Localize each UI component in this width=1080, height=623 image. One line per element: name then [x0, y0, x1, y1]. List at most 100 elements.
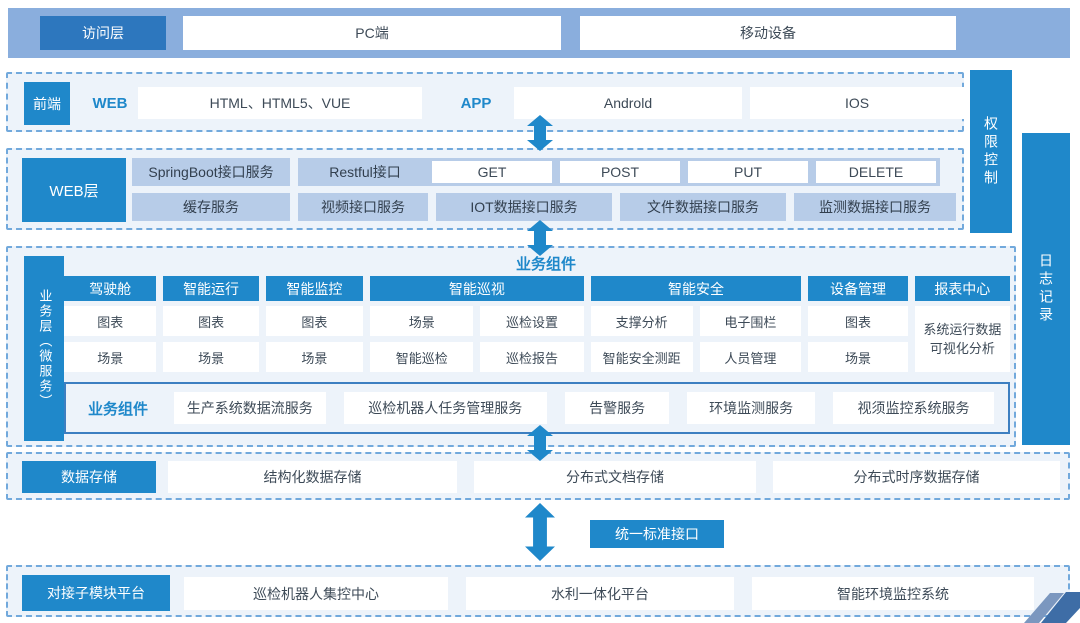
platform-layer-section: 对接子模块平台 巡检机器人集控中心 水利一体化平台 智能环境监控系统: [6, 565, 1070, 617]
report-center-merged-line1: 系统运行数据: [923, 321, 1002, 337]
business-components-strip: 业务组件 生产系统数据流服务 巡检机器人任务管理服务 告警服务 环境监测服务 视…: [64, 382, 1010, 434]
web-layer-label: WEB层: [22, 158, 126, 222]
cockpit-cell-1: 图表: [64, 306, 157, 336]
column-smart-operation: 智能运行 图表 场景: [163, 276, 259, 372]
web-layer-label-text: WEB层: [49, 182, 99, 200]
http-get-box: GET: [432, 161, 552, 183]
springboot-service-box: SpringBoot接口服务: [132, 158, 290, 186]
data-storage-label: 数据存储: [22, 461, 156, 493]
http-put-text: PUT: [734, 164, 762, 180]
iot-api-box: IOT数据接口服务: [436, 193, 612, 221]
structured-storage-text: 结构化数据存储: [263, 469, 362, 485]
column-report-center-header-text: 报表中心: [934, 280, 991, 297]
smart-operation-cell-1: 图表: [163, 306, 259, 336]
smart-patrol-cell-report-text: 巡检报告: [506, 350, 559, 366]
web-tech-box: HTML、HTML5、VUE: [138, 87, 422, 119]
http-put-box: PUT: [688, 161, 808, 183]
frontend-label-text: 前端: [33, 95, 61, 112]
cache-service-box: 缓存服务: [132, 193, 290, 221]
env-monitor-system-box: 智能环境监控系统: [751, 577, 1034, 610]
restful-bar: Restful接口 GET POST PUT DELETE: [298, 158, 940, 186]
column-smart-patrol-header: 智能巡视: [370, 276, 584, 301]
smart-safety-cell-analysis-text: 支撑分析: [615, 314, 668, 330]
column-cockpit-header-text: 驾驶舱: [89, 280, 132, 297]
smart-safety-cell-fence: 电子围栏: [699, 306, 802, 336]
business-layer-side-label-line1: 业务层: [37, 288, 53, 334]
access-layer-label-text: 访问层: [82, 25, 124, 41]
column-device-mgmt-header-text: 设备管理: [829, 280, 886, 297]
device-mgmt-cell-1-text: 图表: [844, 314, 871, 330]
web-group-label: WEB: [86, 74, 134, 132]
column-device-mgmt-header: 设备管理: [808, 276, 908, 301]
water-platform-box: 水利一体化平台: [465, 577, 734, 610]
water-platform-text: 水利一体化平台: [550, 585, 649, 602]
android-text: Androld: [603, 95, 653, 111]
column-cockpit: 驾驶舱 图表 场景: [64, 276, 157, 372]
mobile-device-box: 移动设备: [580, 16, 956, 50]
column-smart-safety-header-text: 智能安全: [667, 280, 724, 297]
document-storage-box: 分布式文档存储: [473, 461, 756, 493]
smart-monitor-cell-1: 图表: [265, 306, 364, 336]
smart-patrol-cell-smartcheck: 智能巡检: [370, 342, 474, 372]
strip-label: 业务组件: [80, 398, 156, 419]
arrow-weblayer-business: [527, 220, 553, 256]
ios-text: IOS: [844, 95, 870, 111]
strip-item-production: 生产系统数据流服务: [174, 392, 326, 424]
unified-interface-text: 统一标准接口: [615, 526, 699, 542]
pc-client-box: PC端: [183, 16, 561, 50]
strip-item-robot-task: 巡检机器人任务管理服务: [343, 392, 548, 424]
strip-item-alarm-text: 告警服务: [589, 400, 646, 416]
device-mgmt-cell-2: 场景: [808, 342, 908, 372]
cockpit-cell-2: 场景: [64, 342, 157, 372]
column-smart-monitor-header-text: 智能监控: [286, 280, 343, 297]
platform-layer-label: 对接子模块平台: [22, 575, 170, 611]
corner-fold-decoration: [1024, 592, 1080, 623]
business-components-title-text: 业务组件: [515, 255, 576, 273]
http-get-text: GET: [477, 164, 507, 180]
business-layer-section: 业务层 （微服务） 业务组件 驾驶舱 图表 场景 智能运行 图表: [6, 246, 1016, 447]
smart-monitor-cell-1-text: 图表: [301, 314, 328, 330]
column-report-center-header: 报表中心: [914, 276, 1010, 301]
document-storage-text: 分布式文档存储: [565, 469, 664, 485]
strip-item-video-system: 视须监控系统服务: [833, 392, 995, 424]
timeseries-storage-text: 分布式时序数据存储: [853, 469, 980, 485]
monitor-api-text: 监测数据接口服务: [819, 199, 931, 215]
web-layer-row2: 缓存服务 视频接口服务 IOT数据接口服务 文件数据接口服务 监测数据接口服务: [132, 193, 956, 221]
structured-storage-box: 结构化数据存储: [168, 461, 457, 493]
business-layer-side-label: 业务层 （微服务）: [24, 256, 64, 441]
device-mgmt-cell-2-text: 场景: [844, 350, 871, 366]
column-smart-monitor-header: 智能监控: [265, 276, 364, 301]
smart-safety-cell-distance-text: 智能安全测距: [602, 350, 681, 366]
web-layer-section: WEB层 SpringBoot接口服务 Restful接口 GET POST P…: [6, 148, 964, 230]
file-api-text: 文件数据接口服务: [647, 199, 759, 215]
video-api-text: 视频接口服务: [321, 199, 405, 215]
data-storage-section: 数据存储 结构化数据存储 分布式文档存储 分布式时序数据存储: [6, 452, 1070, 500]
data-storage-label-text: 数据存储: [61, 469, 117, 485]
robot-control-center-text: 巡检机器人集控中心: [252, 585, 379, 602]
http-delete-text: DELETE: [848, 164, 904, 180]
permission-control-text: 权限控制: [983, 115, 999, 188]
strip-item-robot-task-text: 巡检机器人任务管理服务: [368, 400, 523, 416]
cache-service-text: 缓存服务: [183, 199, 239, 215]
cockpit-cell-2-text: 场景: [97, 350, 124, 366]
video-api-box: 视频接口服务: [298, 193, 428, 221]
ios-box: IOS: [750, 87, 964, 119]
app-group-label: APP: [452, 74, 500, 132]
springboot-service-text: SpringBoot接口服务: [148, 164, 274, 180]
smart-patrol-cell-settings-text: 巡检设置: [506, 314, 559, 330]
permission-control-bar: 权限控制: [970, 70, 1012, 233]
column-smart-safety: 智能安全 支撑分析 智能安全测距 电子围栏 人员管理: [590, 276, 802, 372]
device-mgmt-cell-1: 图表: [808, 306, 908, 336]
smart-patrol-cell-report: 巡检报告: [480, 342, 584, 372]
access-layer-label: 访问层: [40, 16, 166, 50]
smart-monitor-cell-2-text: 场景: [301, 350, 328, 366]
web-group-label-text: WEB: [92, 94, 128, 112]
column-smart-monitor: 智能监控 图表 场景: [265, 276, 364, 372]
report-center-merged-line2: 可视化分析: [929, 341, 995, 356]
smart-safety-cell-distance: 智能安全测距: [590, 342, 693, 372]
restful-label: Restful接口: [298, 158, 432, 186]
restful-label-text: Restful接口: [329, 164, 401, 180]
strip-item-alarm: 告警服务: [565, 392, 670, 424]
column-smart-operation-header-text: 智能运行: [183, 280, 240, 297]
business-components-title: 业务组件: [496, 252, 596, 274]
